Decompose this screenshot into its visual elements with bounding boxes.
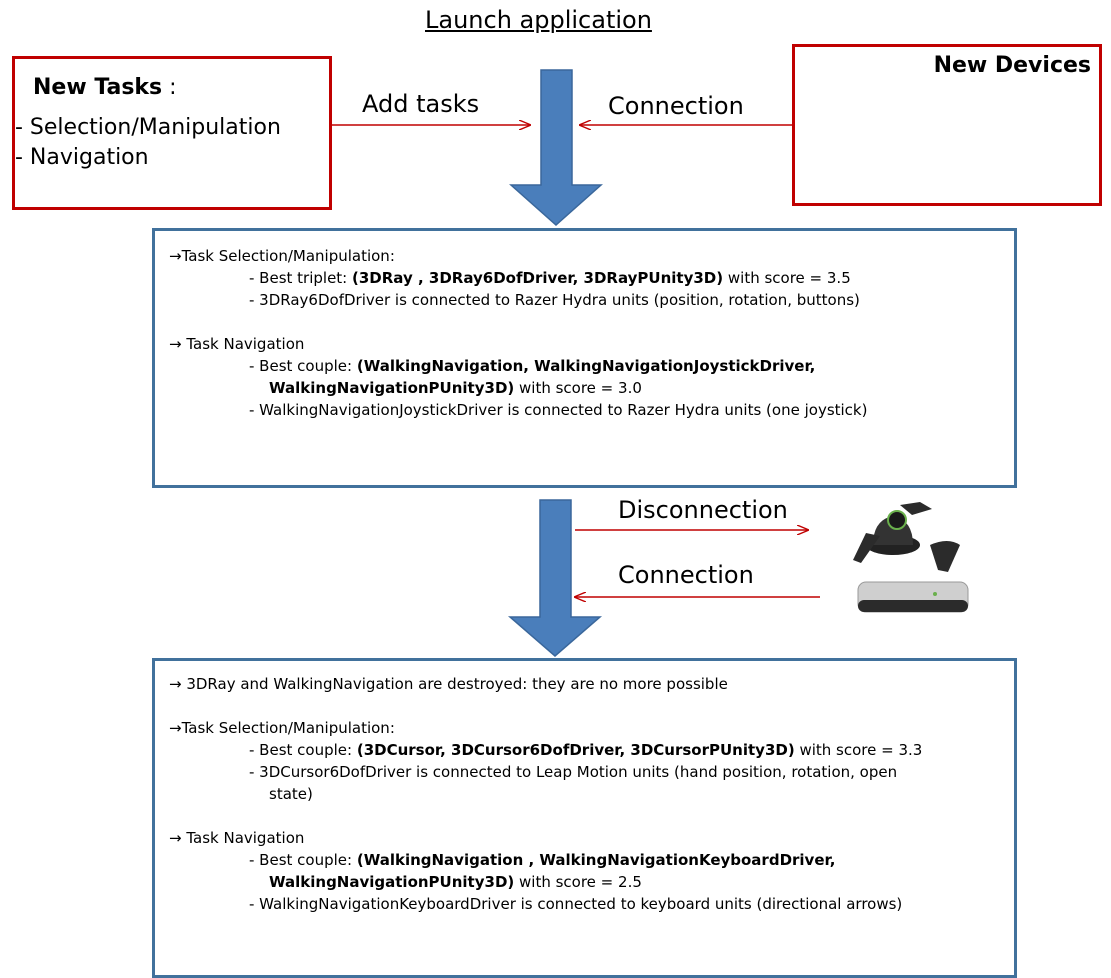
couple-value: (WalkingNavigation , WalkingNavigationKe…	[356, 851, 836, 869]
score-text: with score = 3.5	[723, 269, 851, 287]
couple-value-cont: WalkingNavigationPUnity3D)	[269, 379, 515, 397]
task-selection-heading: →Task Selection/Manipulation:	[169, 719, 395, 737]
couple-value-cont: WalkingNavigationPUnity3D)	[269, 873, 515, 891]
best-couple-line-cont: WalkingNavigationPUnity3D) with score = …	[169, 377, 1014, 399]
razer-hydra-icon-2	[853, 502, 960, 572]
new-tasks-item: - Navigation	[15, 145, 149, 170]
best-couple-line: - Best couple: (WalkingNavigation, Walki…	[169, 355, 1014, 377]
couple-value: (WalkingNavigation, WalkingNavigationJoy…	[356, 357, 816, 375]
line-prefix: - Best couple:	[249, 851, 357, 869]
line-prefix: - Best triplet:	[249, 269, 353, 287]
score-text: with score = 3.0	[514, 379, 642, 397]
driver-connection-line-cont: state)	[269, 785, 313, 803]
best-couple-line: - Best couple: (WalkingNavigation , Walk…	[169, 849, 1014, 871]
new-tasks-heading-suffix: :	[162, 75, 177, 100]
connection-label-top: Connection	[608, 92, 744, 120]
task-selection-heading: →Task Selection/Manipulation:	[169, 247, 395, 265]
new-tasks-box: New Tasks : - Selection/Manipulation - N…	[12, 56, 332, 210]
best-couple-line-cont: WalkingNavigationPUnity3D) with score = …	[169, 871, 1014, 893]
line-prefix: - Best couple:	[249, 741, 357, 759]
add-tasks-label: Add tasks	[362, 90, 480, 118]
page-title: Launch application	[425, 6, 652, 34]
driver-connection-line: - 3DRay6DofDriver is connected to Razer …	[249, 291, 860, 309]
driver-connection-line: - WalkingNavigationJoystickDriver is con…	[249, 401, 868, 419]
leap-motion-icon	[857, 581, 969, 613]
destroyed-line: → 3DRay and WalkingNavigation are destro…	[169, 675, 728, 693]
driver-connection-line: - WalkingNavigationKeyboardDriver is con…	[249, 895, 903, 913]
best-triplet-line: - Best triplet: (3DRay , 3DRay6DofDriver…	[169, 267, 1014, 289]
line-prefix: - Best couple:	[249, 357, 357, 375]
flow-arrow-2	[507, 499, 603, 657]
new-devices-box: New Devices	[792, 44, 1102, 206]
task-navigation-heading: → Task Navigation	[169, 829, 305, 847]
result-box-2: → 3DRay and WalkingNavigation are destro…	[152, 658, 1017, 978]
score-text: with score = 2.5	[514, 873, 642, 891]
result-box-1: →Task Selection/Manipulation: - Best tri…	[152, 228, 1017, 488]
flow-arrow-1	[509, 69, 603, 227]
triplet-value: (3DRay , 3DRay6DofDriver, 3DRayPUnity3D)	[352, 269, 724, 287]
new-tasks-item: - Selection/Manipulation	[15, 115, 281, 140]
disconnection-label: Disconnection	[618, 496, 788, 524]
new-tasks-heading: New Tasks :	[33, 73, 329, 103]
task-navigation-heading: → Task Navigation	[169, 335, 305, 353]
connection-label-bottom: Connection	[618, 561, 754, 589]
driver-connection-line: - 3DCursor6DofDriver is connected to Lea…	[249, 763, 898, 781]
couple-value: (3DCursor, 3DCursor6DofDriver, 3DCursorP…	[356, 741, 795, 759]
new-tasks-heading-bold: New Tasks	[33, 75, 163, 100]
best-couple-line: - Best couple: (3DCursor, 3DCursor6DofDr…	[169, 739, 1014, 761]
score-text: with score = 3.3	[794, 741, 923, 759]
new-devices-heading: New Devices	[933, 53, 1091, 78]
